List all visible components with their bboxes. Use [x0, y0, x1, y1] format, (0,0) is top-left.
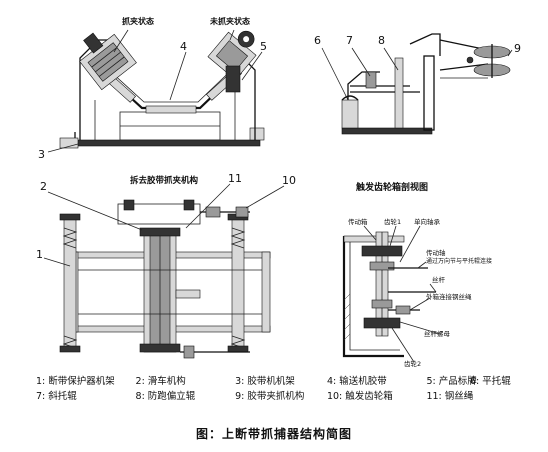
wire-rope-connect-label: 外箱连接钢丝绳: [426, 292, 472, 301]
legend-item: 9: 胶带夹抓机构: [235, 391, 305, 402]
callout-9: 9: [514, 42, 521, 55]
legend-item: 11: 钢丝绳: [426, 391, 474, 402]
callout-10: 10: [282, 174, 296, 187]
legend-item: 10: 触发齿轮箱: [326, 391, 393, 402]
callout-6: 6: [314, 34, 321, 47]
gearbox-section-title: 触发齿轮箱剖视图: [355, 181, 428, 193]
callout-5: 5: [260, 40, 267, 53]
legend-item: 2: 滑车机构: [135, 376, 186, 387]
callout-7: 7: [346, 34, 353, 47]
screw-nut-label: 丝杆螺母: [424, 329, 451, 338]
legend-item: 4: 输送机胶带: [326, 376, 387, 387]
front-unclamp-state-label: 未抓夹状态: [209, 16, 250, 26]
callout-2: 2: [40, 180, 47, 193]
legend-row: 1: 断带保护器机架 2: 滑车机构 3: 胶带机机架 4: 输送机胶带 5: …: [36, 374, 526, 389]
gearbox-section-view: 触发齿轮箱剖视图 传动: [342, 181, 492, 368]
legend-row: 7: 斜托辊 8: 防跑偏立辊 9: 胶带夹抓机构 10: 触发齿轮箱 11: …: [36, 389, 526, 404]
legend-item: 7: 斜托辊: [36, 391, 77, 402]
top-view-title: 拆去胶带抓夹机构: [130, 175, 199, 186]
drive-box-label: 传动箱: [348, 217, 368, 226]
callout-4: 4: [180, 40, 187, 53]
drive-shaft-label: 传动轴: [426, 248, 446, 257]
one-way-bearing-label: 单向轴承: [414, 217, 441, 226]
legend-item: 8: 防跑偏立辊: [135, 391, 196, 402]
universal-joint-label: 通过万向节与平托辊连接: [426, 257, 492, 265]
legend-item: 3: 胶带机机架: [235, 376, 295, 387]
legend-item-6: 6: 平托辊: [470, 376, 511, 387]
gear2-label: 齿轮2: [404, 359, 421, 368]
front-clamp-state-label: 抓夹状态: [122, 16, 154, 26]
callout-11: 11: [228, 172, 242, 185]
callout-8: 8: [378, 34, 385, 47]
legend-item: 1: 断带保护器机架: [36, 376, 115, 387]
callout-1: 1: [36, 248, 43, 261]
side-view: 6 7 8 9: [314, 33, 521, 135]
legend: 1: 断带保护器机架 2: 滑车机构 3: 胶带机机架 4: 输送机胶带 5: …: [36, 374, 526, 404]
legend-item: 5: 产品标牌: [426, 376, 477, 387]
front-view: 抓夹状态 未抓夹状态 4 5 3: [38, 16, 267, 161]
figure-caption: 图：上断带抓捕器结构简图: [195, 427, 352, 441]
gear1-label: 齿轮1: [384, 217, 401, 226]
callout-3: 3: [38, 148, 45, 161]
screw-label: 丝杆: [432, 275, 446, 284]
top-view: 拆去胶带抓夹机构: [36, 172, 296, 359]
